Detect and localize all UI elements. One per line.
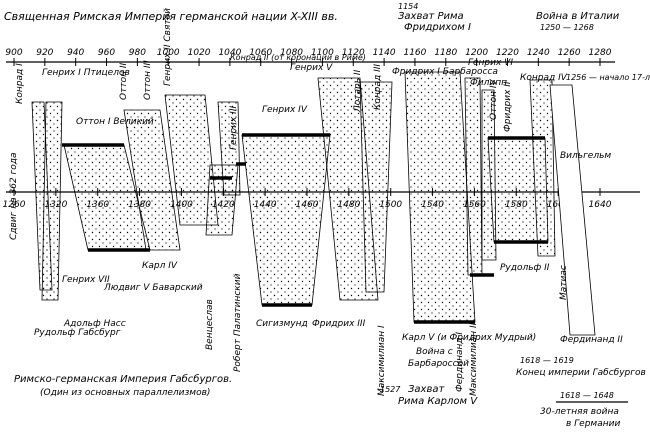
top-axis-tick-label-1: 920 <box>36 48 53 58</box>
band-barbarossa <box>404 71 476 323</box>
habsburg-title: Римско-германская Империя Габсбургов. <box>14 373 232 385</box>
top-axis-tick-label-17: 1240 <box>527 48 550 58</box>
top-axis-tick-label-15: 1200 <box>465 48 488 58</box>
top-axis-tick-label-2: 940 <box>67 48 84 58</box>
capture-rome2-by: Рима Карлом V <box>398 396 478 407</box>
ruler-label-top-5: Генрих II Святой <box>163 8 173 86</box>
war-italy-label: Война в Италии <box>536 11 620 22</box>
capture-rome-by: Фридрихом I <box>404 22 471 33</box>
ruler-label-top-1: Генрих I Птицелов <box>42 68 130 78</box>
ruler-label-bottom-13: Рудольф II <box>500 263 550 273</box>
ruler-label-top-8: Генрих IV <box>262 105 308 115</box>
top-axis-tick-label-5: 1000 <box>157 48 180 58</box>
reign-bands <box>31 71 596 336</box>
ruler-label-top-16: Фридрих II <box>503 81 513 132</box>
end-empire-label: Конец империи Габсбургов <box>516 368 646 378</box>
habsburg-subtitle: (Один из основных параллелизмов) <box>40 388 210 398</box>
ruler-label-bottom-5: Венцеслав <box>205 299 215 350</box>
ruler-label-top-13: Генрих VI <box>468 58 513 68</box>
top-axis-tick-label-14: 1180 <box>434 48 457 58</box>
bottom-axis-tick-label-0: 1260 <box>3 200 26 210</box>
top-axis-ticks: 900 920 940 960 980 1000 1020 1040 1060 1080 1100 1… <box>5 48 612 66</box>
top-axis-tick-label-4: 980 <box>129 48 146 58</box>
ruler-label-bottom-4: Карл IV <box>142 261 178 271</box>
interregnum-label: 1256 — начало 17-летней анархии в Герман… <box>566 73 650 82</box>
top-axis-tick-label-12: 1140 <box>373 48 396 58</box>
shift-label: Сдвиг на 362 года <box>9 152 19 240</box>
thirty-years-years: 1618 — 1648 <box>560 391 614 400</box>
band-henry6 <box>464 77 483 276</box>
end-empire-years: 1618 — 1619 <box>520 356 574 365</box>
band-conrad4 <box>529 79 556 257</box>
reign-bars <box>62 133 548 324</box>
top-axis-tick-label-10: 1100 <box>311 48 334 58</box>
thirty-years-label-2: в Германии <box>566 419 620 429</box>
diagram-title: Священная Римская Империя германской нац… <box>4 10 338 23</box>
ruler-label-top-11: Конрад III <box>373 64 383 110</box>
band-henry1 <box>41 101 63 301</box>
ruler-label-top-15: Оттон IV <box>489 79 499 120</box>
band-william <box>549 84 596 336</box>
top-axis-tick-label-3: 960 <box>98 48 115 58</box>
top-axis-tick-label-8: 1060 <box>249 48 272 58</box>
ruler-label-top-14: Филипп <box>470 78 507 88</box>
ruler-label-top-2: Оттон I Великий <box>76 117 154 127</box>
ruler-label-bottom-8: Фридрих III <box>312 319 366 329</box>
top-axis-tick-label-18: 1260 <box>558 48 581 58</box>
top-ruler-labels: Конрад I Генрих I Птицелов Оттон I Велик… <box>15 8 650 161</box>
capture-rome2-years: 1527 <box>380 385 401 394</box>
top-axis-tick-label-0: 900 <box>5 48 22 58</box>
ruler-label-bottom-0: Рудольф Габсбург <box>34 328 121 338</box>
ruler-label-bottom-9: Максимилиан I <box>377 325 387 396</box>
ruler-label-top-9: Генрих V <box>290 63 333 73</box>
bottom-axis-tick-label-14: 1640 <box>589 200 612 210</box>
band-henry4 <box>241 134 331 306</box>
ruler-label-top-12: Фридрих I Барбаросса <box>392 67 498 77</box>
ruler-label-top-10: Лотарь II <box>353 69 363 113</box>
ruler-label-bottom-10: Карл V (и Фридрих Мудрый) <box>402 333 536 343</box>
ruler-label-top-0: Конрад I <box>15 63 25 104</box>
ruler-label-top-6: Конрад II (от коронации в Риме) <box>230 53 366 62</box>
top-axis-tick-label-6: 1020 <box>188 48 211 58</box>
ruler-label-top-3: Оттон II <box>119 63 129 100</box>
thirty-years-label-1: 30-летняя война <box>540 407 619 417</box>
top-axis-tick-label-16: 1220 <box>496 48 519 58</box>
ruler-label-top-4: Оттон III <box>143 60 153 100</box>
ruler-label-bottom-15: Фердинанд II <box>560 335 623 345</box>
capture-rome-years: 1154 <box>398 2 418 11</box>
capture-rome-label: Захват Рима <box>398 11 464 22</box>
ruler-label-bottom-7: Сигизмунд <box>256 319 308 329</box>
band-lothair <box>359 81 393 293</box>
band-otto2-3 <box>123 109 181 251</box>
war-barbarossa-2: Барбароссой <box>408 359 469 369</box>
top-axis-tick-label-11: 1120 <box>342 48 365 58</box>
ruler-label-bottom-11: Фердинанд I <box>455 332 465 392</box>
bottom-axis-tick-label-9: 1500 <box>379 200 402 210</box>
top-axis-tick-label-19: 1280 <box>589 48 612 58</box>
top-axis-tick-label-9: 1080 <box>280 48 303 58</box>
top-axis-tick-label-13: 1160 <box>403 48 426 58</box>
ruler-label-top-7: Генрих III <box>229 106 239 150</box>
ruler-label-bottom-14: Матиас <box>559 265 569 300</box>
war-italy-years: 1250 — 1268 <box>540 23 594 32</box>
bottom-axis-tick-label-13: 1600 <box>547 200 570 210</box>
ruler-label-bottom-3: Людвиг V Баварский <box>103 283 203 293</box>
ruler-label-top-17: Конрад IV <box>520 73 568 83</box>
top-axis-tick-label-7: 1040 <box>218 48 241 58</box>
ruler-label-bottom-2: Генрих VII <box>62 275 110 285</box>
capture-rome2-label: Захват <box>408 384 445 395</box>
ruler-label-top-18: Вильгельм <box>560 151 611 161</box>
band-henry3 <box>217 101 241 196</box>
bottom-ruler-labels: Рудольф Габсбург Адольф Насс Генрих VII … <box>34 261 623 396</box>
war-barbarossa-1: Война с <box>416 347 453 357</box>
ruler-label-bottom-1: Адольф Насс <box>63 319 126 329</box>
ruler-label-bottom-6: Роберт Палатинский <box>233 273 243 372</box>
ruler-label-bottom-12: Максимилиан II <box>469 322 479 396</box>
